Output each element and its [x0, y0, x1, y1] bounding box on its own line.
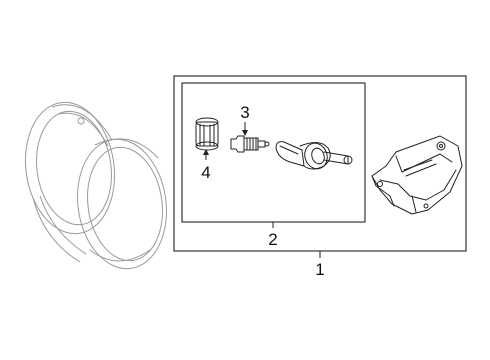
valve-cap-icon	[195, 117, 219, 151]
callout-label-1: 1	[315, 260, 324, 279]
valve-core-icon	[230, 135, 270, 153]
valve-stem-icon	[275, 141, 353, 170]
wheel-rim-icon	[24, 101, 168, 270]
callout-label-2: 2	[268, 230, 277, 249]
tpms-sensor-icon	[371, 135, 463, 215]
kit-frame	[181, 82, 366, 223]
callout-label-3: 3	[240, 103, 249, 122]
callout-label-4: 4	[201, 163, 210, 182]
